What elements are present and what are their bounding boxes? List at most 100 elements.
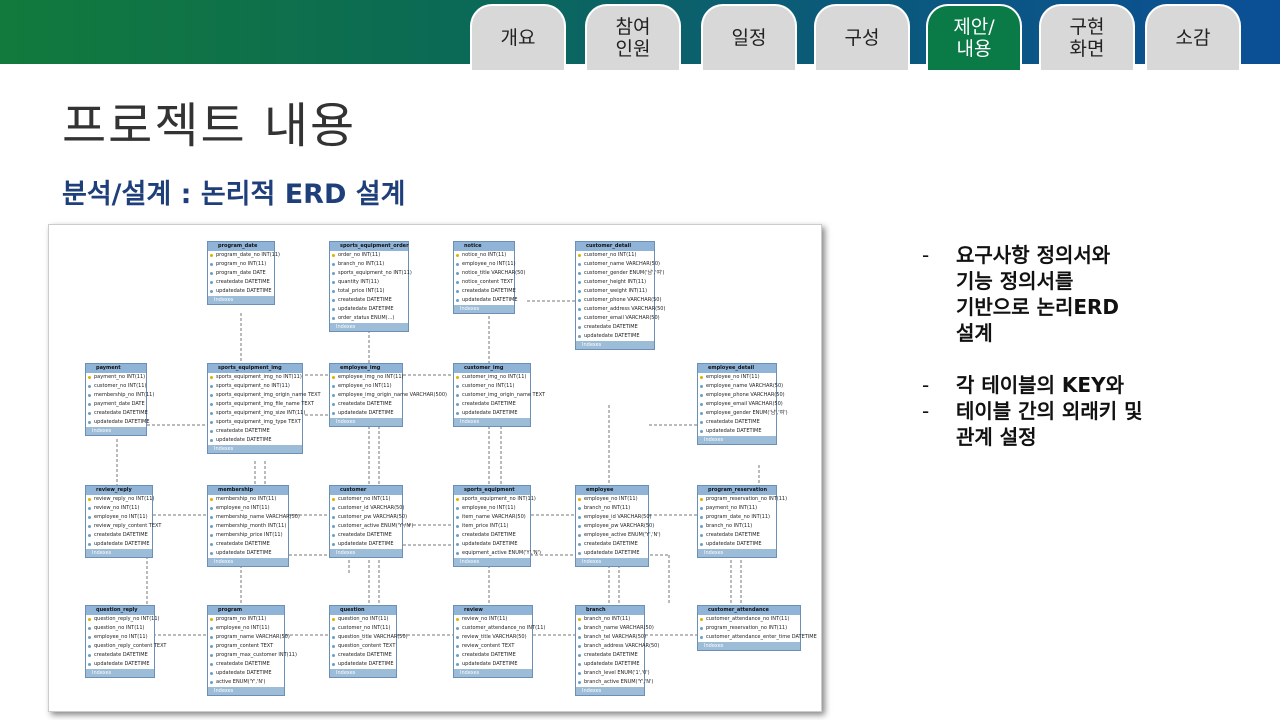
bullet-item: -각 테이블의 KEY와 xyxy=(922,372,1242,398)
erd-column: employee_no INT(11) xyxy=(208,624,284,633)
erd-column: branch_no INT(11) xyxy=(330,260,408,269)
erd-column: employee_no INT(11) xyxy=(698,373,776,382)
erd-column: updatedate DATETIME xyxy=(86,540,152,549)
erd-table-footer: Indexes xyxy=(576,341,654,349)
erd-column: branch_no INT(11) xyxy=(576,504,648,513)
erd-column: membership_month INT(11) xyxy=(208,522,288,531)
erd-table-footer: Indexes xyxy=(208,558,288,566)
erd-column: updatedate DATETIME xyxy=(454,296,518,305)
tab-7[interactable]: 소감 xyxy=(1145,4,1241,70)
erd-column: createdate DATETIME xyxy=(454,531,530,540)
erd-column: payment_no INT(11) xyxy=(86,373,146,382)
erd-table-header: review xyxy=(454,606,532,615)
erd-column: createdate DATETIME xyxy=(698,531,776,540)
erd-column: employee_phone VARCHAR(50) xyxy=(698,391,785,400)
erd-column: membership_price INT(11) xyxy=(208,531,288,540)
tab-label: 개요 xyxy=(500,27,536,49)
erd-table-header: review_reply xyxy=(86,486,152,495)
erd-column: employee_img_origin_name VARCHAR(500) xyxy=(330,391,447,400)
erd-table-footer: Indexes xyxy=(454,669,532,677)
bullet-dash: - xyxy=(922,243,930,267)
erd-column: membership_no INT(11) xyxy=(208,495,288,504)
tab-label: 참여 인원 xyxy=(615,16,651,60)
erd-column: employee_no INT(11) xyxy=(454,504,530,513)
erd-column: program_max_customer INT(11) xyxy=(208,651,297,660)
erd-table-footer: Indexes xyxy=(208,687,284,695)
erd-column: updatedate DATETIME xyxy=(330,305,408,314)
erd-column: review_no INT(11) xyxy=(454,615,532,624)
tab-label: 구현 화면 xyxy=(1069,16,1105,60)
erd-column: updatedate DATETIME xyxy=(208,436,302,445)
erd-column: equipment_active ENUM('Y','N') xyxy=(454,549,541,558)
erd-column: customer_address VARCHAR(50) xyxy=(576,305,665,314)
erd-table-footer: Indexes xyxy=(698,549,776,557)
erd-column: updatedate DATETIME xyxy=(454,660,532,669)
erd-column: notice_content TEXT xyxy=(454,278,514,287)
erd-column: updatedate DATETIME xyxy=(576,660,644,669)
erd-column: customer_img_origin_name TEXT xyxy=(454,391,545,400)
erd-column: payment_date DATE xyxy=(86,400,146,409)
erd-column: updatedate DATETIME xyxy=(330,409,402,418)
tab-label: 일정 xyxy=(731,27,767,49)
erd-column: branch_level ENUM('1','0') xyxy=(576,669,650,678)
erd-column: question_title VARCHAR(50) xyxy=(330,633,408,642)
erd-table-footer: Indexes xyxy=(86,549,152,557)
erd-column: program_name VARCHAR(50) xyxy=(208,633,290,642)
erd-column: customer_attendance_no INT(11) xyxy=(698,615,800,624)
erd-column: review_content TEXT xyxy=(454,642,532,651)
page-title: 프로젝트 내용 xyxy=(62,98,357,154)
erd-column: createdate DATETIME xyxy=(330,296,408,305)
erd-column: total_price INT(11) xyxy=(330,287,408,296)
erd-table-header: customer_attendance xyxy=(698,606,800,615)
tab-5[interactable]: 제안/ 내용 xyxy=(926,4,1022,70)
erd-column: item_name VARCHAR(50) xyxy=(454,513,530,522)
erd-column: review_reply_content TEXT xyxy=(86,522,161,531)
erd-column: createdate DATETIME xyxy=(454,287,516,296)
erd-column: question_content TEXT xyxy=(330,642,396,651)
bullet-dash: - xyxy=(922,399,930,423)
erd-table-footer: Indexes xyxy=(208,445,302,453)
page-subtitle: 분석/설계 : 논리적 ERD 설계 xyxy=(62,179,406,210)
erd-column: createdate DATETIME xyxy=(576,323,654,332)
erd-column: customer_attendance_enter_time DATETIME xyxy=(698,633,817,642)
erd-column: createdate DATETIME xyxy=(208,278,274,287)
erd-column: active ENUM('Y','N') xyxy=(208,678,284,687)
erd-column: customer_no INT(11) xyxy=(454,382,530,391)
bullet-text: 테이블 간의 외래키 및 관계 설정 xyxy=(956,399,1143,449)
erd-column: question_no INT(11) xyxy=(330,615,396,624)
tab-2[interactable]: 참여 인원 xyxy=(585,4,681,70)
erd-column: updatedate DATETIME xyxy=(330,660,396,669)
tab-3[interactable]: 일정 xyxy=(701,4,797,70)
erd-column: payment_no INT(11) xyxy=(698,504,776,513)
erd-table-header: customer xyxy=(330,486,402,495)
erd-column: employee_no INT(11) xyxy=(208,504,288,513)
erd-column: branch_address VARCHAR(50) xyxy=(576,642,659,651)
tab-label: 제안/ 내용 xyxy=(953,16,995,60)
erd-column: createdate DATETIME xyxy=(576,540,648,549)
tab-6[interactable]: 구현 화면 xyxy=(1039,4,1135,70)
erd-column: sports_equipment_img_type TEXT xyxy=(208,418,302,427)
erd-column: employee_id VARCHAR(50) xyxy=(576,513,652,522)
erd-column: createdate DATETIME xyxy=(330,651,396,660)
erd-table-footer: Indexes xyxy=(330,418,402,426)
tab-1[interactable]: 개요 xyxy=(470,4,566,70)
erd-column: branch_tel VARCHAR(50) xyxy=(576,633,646,642)
tab-4[interactable]: 구성 xyxy=(814,4,910,70)
erd-column: question_no INT(11) xyxy=(86,624,154,633)
erd-column: createdate DATETIME xyxy=(208,660,284,669)
erd-column: createdate DATETIME xyxy=(86,409,148,418)
erd-table-header: employee_img xyxy=(330,364,402,373)
erd-column: updatedate DATETIME xyxy=(698,427,776,436)
erd-column: membership_no INT(11) xyxy=(86,391,154,400)
erd-column: createdate DATETIME xyxy=(86,651,154,660)
bullet-item: - 테이블 간의 외래키 및 관계 설정 xyxy=(922,398,1242,450)
erd-table-footer: Indexes xyxy=(698,642,800,650)
erd-table-header: notice xyxy=(454,242,514,251)
erd-table-footer: Indexes xyxy=(576,558,648,566)
erd-table-header: sports_equipment_img xyxy=(208,364,302,373)
erd-table-footer: Indexes xyxy=(454,305,514,313)
tab-label: 구성 xyxy=(844,27,880,49)
